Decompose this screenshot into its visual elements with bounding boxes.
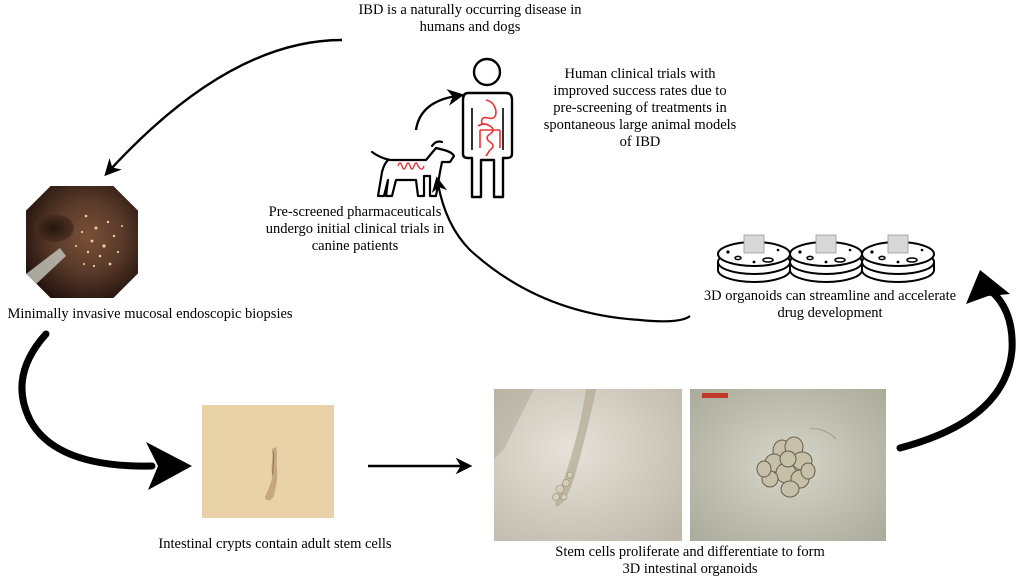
- petri-dish-icon: [861, 234, 935, 283]
- caption-prescreened: Pre-screened pharmaceuticals undergo ini…: [265, 204, 445, 254]
- gut-icon: [477, 99, 501, 157]
- caption-biopsies: Minimally invasive mucosal endoscopic bi…: [7, 306, 293, 322]
- caption-organoids-drug: 3D organoids can streamline and accelera…: [703, 288, 957, 321]
- arrow-dog-to-human: [414, 89, 465, 131]
- arrow-biopsy-to-crypt: [18, 330, 192, 490]
- stem-cell-image: [494, 389, 682, 541]
- arrow-organoids-to-dishes: [896, 270, 1016, 452]
- crypt-image: [202, 405, 334, 518]
- arrow-ibd-to-biopsy: [104, 38, 343, 177]
- arrow-organoids-to-dog: [431, 176, 691, 323]
- petri-dish-icon: [717, 234, 791, 283]
- organoid-image: [690, 389, 886, 541]
- dog-icon: [370, 140, 456, 198]
- intestinal-crypt-photo: [202, 405, 334, 518]
- stem-cell-micrograph: [494, 389, 682, 541]
- endoscopy-biopsy-photo: [26, 186, 138, 298]
- petri-dish-icon: [789, 234, 863, 283]
- endoscopy-image: [26, 186, 138, 298]
- caption-human-trials: Human clinical trials with improved succ…: [543, 66, 737, 150]
- caption-ibd: IBD is a naturally occurring disease in …: [358, 2, 582, 35]
- human-figure-icon: [461, 57, 514, 199]
- dog-gut-icon: [397, 162, 425, 170]
- organoid-micrograph: [690, 389, 886, 541]
- caption-crypts: Intestinal crypts contain adult stem cel…: [158, 536, 392, 552]
- caption-stem-cells: Stem cells proliferate and differentiate…: [555, 544, 825, 577]
- scale-bar-icon: [702, 393, 728, 398]
